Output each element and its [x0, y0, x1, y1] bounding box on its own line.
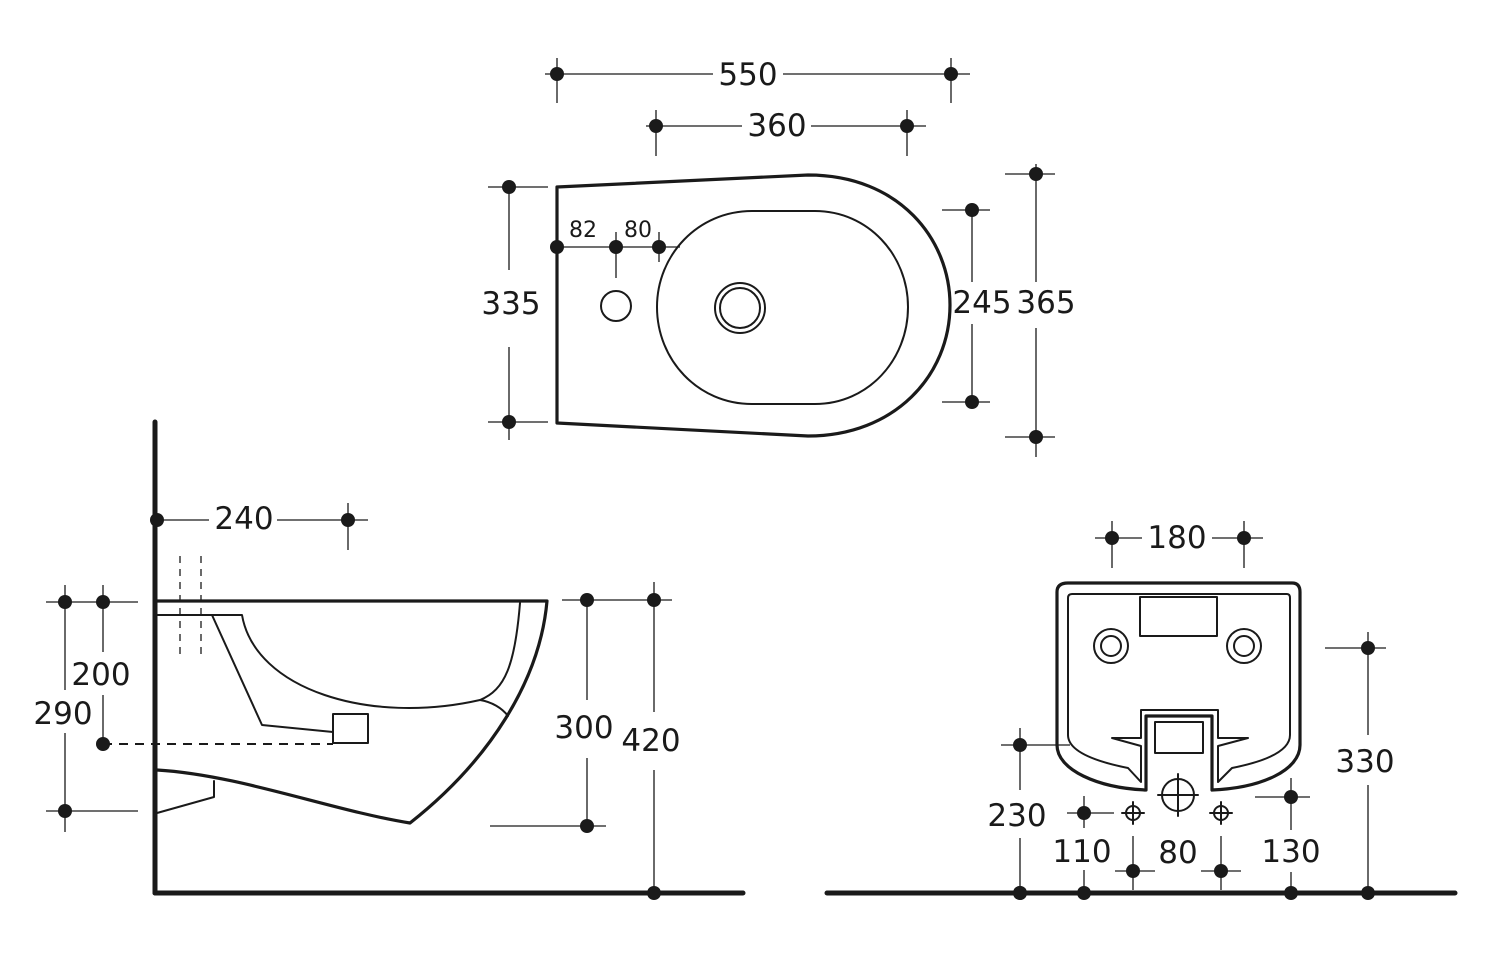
side-view-waste-channel	[211, 614, 334, 733]
label-80-back: 80	[1158, 835, 1197, 871]
dimension-420: 420	[621, 582, 681, 900]
dimension-330: 330	[1325, 632, 1395, 900]
fixing-hole-left-inner	[1100, 635, 1122, 657]
label-82: 82	[569, 218, 597, 243]
back-view: 180 330 230 110	[824, 520, 1458, 900]
side-view-rim-curve	[479, 699, 509, 717]
dimension-230: 230	[987, 728, 1070, 900]
dimension-290: 290	[33, 585, 138, 832]
side-view: 240 200 290 300	[33, 419, 746, 900]
dimension-80-back: 80	[1115, 835, 1241, 890]
label-335: 335	[481, 286, 540, 322]
label-300: 300	[554, 710, 613, 746]
label-330: 330	[1335, 744, 1394, 780]
back-view-waste-recess	[1154, 721, 1204, 754]
tap-hole	[600, 290, 632, 322]
dimension-110: 110	[1052, 796, 1114, 900]
label-80-top: 80	[624, 218, 652, 243]
back-view-outline	[1055, 581, 1302, 792]
top-view-outline	[555, 173, 952, 438]
dimension-335: 335	[481, 180, 548, 440]
fixing-hole-left-outer	[1093, 628, 1129, 664]
label-420: 420	[621, 723, 680, 759]
side-view-body	[155, 599, 549, 825]
back-view-top-recess	[1139, 596, 1218, 637]
dimension-550: 550	[545, 57, 970, 103]
dimension-300: 300	[490, 593, 672, 833]
label-550: 550	[718, 57, 777, 93]
label-180: 180	[1147, 520, 1206, 556]
drain-inner-ring	[719, 287, 761, 329]
back-view-inner-outline	[1067, 593, 1291, 783]
dimension-360: 360	[646, 108, 926, 156]
fixing-hole-right-inner	[1233, 635, 1255, 657]
dimension-365: 365	[1005, 164, 1076, 457]
top-view: 550 360 335	[481, 57, 1076, 457]
top-view-bowl	[656, 210, 909, 405]
label-130: 130	[1261, 834, 1320, 870]
label-290: 290	[33, 696, 92, 732]
floor-dot-1020	[1013, 886, 1027, 900]
fixing-hole-right-outer	[1226, 628, 1262, 664]
label-365: 365	[1016, 285, 1075, 321]
side-view-foot	[156, 780, 215, 814]
label-245: 245	[952, 285, 1011, 321]
label-110: 110	[1052, 834, 1111, 870]
dimension-130: 130	[1255, 778, 1321, 900]
label-230: 230	[987, 798, 1046, 834]
side-view-bowl-inner	[156, 602, 521, 709]
label-240: 240	[214, 501, 273, 537]
label-200: 200	[71, 657, 130, 693]
dimension-82-80: 82 80	[550, 218, 680, 278]
dimension-240: 240	[150, 501, 368, 550]
dimension-180: 180	[1095, 520, 1263, 568]
side-view-waste-outlet	[332, 713, 369, 744]
dimension-245: 245	[942, 203, 1012, 409]
label-360: 360	[747, 108, 806, 144]
drain-outer-ring	[714, 282, 766, 334]
